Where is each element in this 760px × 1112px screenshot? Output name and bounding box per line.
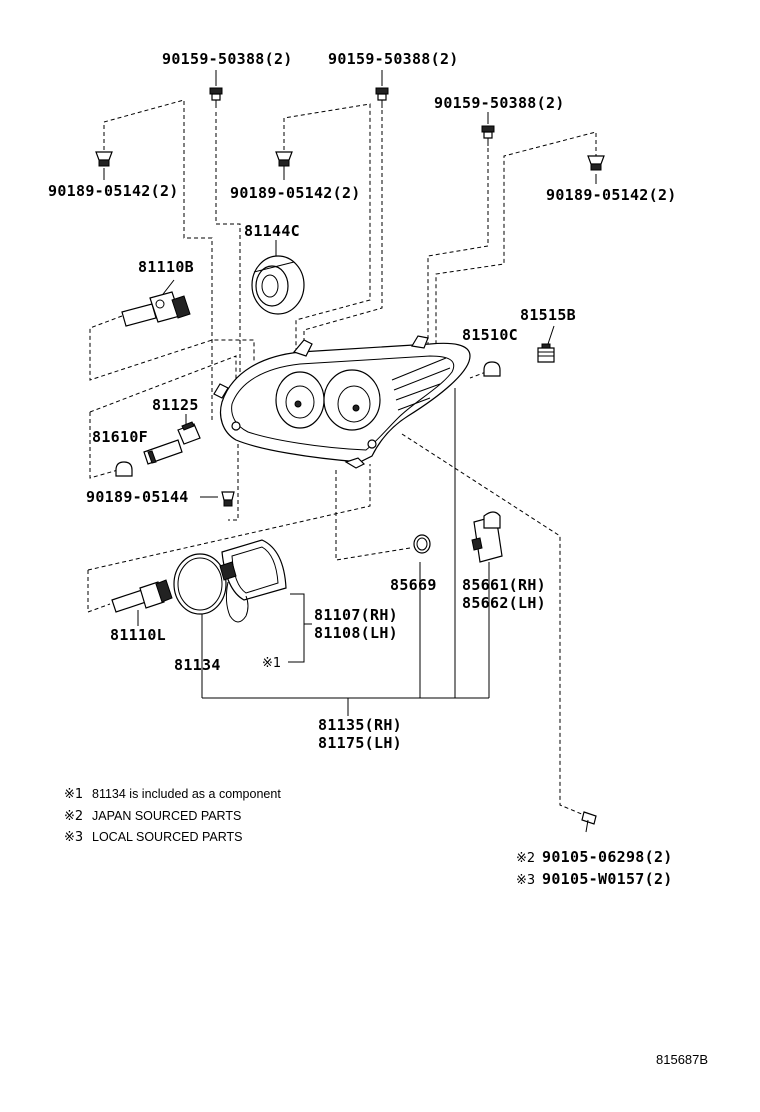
label-clip-right: 90189-05142(2) xyxy=(546,186,677,204)
label-relay-lh: 85662(LH) xyxy=(462,594,546,612)
bulb-cap-icon xyxy=(251,255,305,315)
label-ballast-rh: 81107(RH) xyxy=(314,606,398,624)
label-clip-mid: 90189-05142(2) xyxy=(230,184,361,202)
wedge-bulb-icon xyxy=(115,461,133,477)
clip-icon xyxy=(221,491,235,507)
label-81134: 81134 xyxy=(174,656,221,674)
label-90189-05144: 90189-05144 xyxy=(86,488,189,506)
label-relay-rh: 85661(RH) xyxy=(462,576,546,594)
clip-icon xyxy=(275,151,293,167)
screw-icon xyxy=(581,811,597,833)
o-ring-icon xyxy=(413,534,431,554)
socket-icon xyxy=(537,343,555,363)
footnotes: ※1 81134 is included as a component ※2 J… xyxy=(64,787,281,845)
label-screw-local: 90105-W0157(2) xyxy=(542,870,673,888)
note-text: JAPAN SOURCED PARTS xyxy=(92,809,241,823)
note-mark: ※3 xyxy=(64,830,83,845)
label-85669: 85669 xyxy=(390,576,437,594)
hid-bulb-icon xyxy=(111,579,173,613)
label-81610f: 81610F xyxy=(92,428,148,446)
label-unit-rh: 81135(RH) xyxy=(318,716,402,734)
part-labels: 90159-50388(2) 90159-50388(2) 90159-5038… xyxy=(48,50,677,888)
relay-icon xyxy=(471,511,503,563)
label-screw-japan-mark: ※2 xyxy=(516,851,535,866)
label-clip-left: 90189-05142(2) xyxy=(48,182,179,200)
label-ballast-lh: 81108(LH) xyxy=(314,624,398,642)
label-81110l: 81110L xyxy=(110,626,166,644)
hb-bulb-icon xyxy=(121,291,191,327)
label-screw-local-mark: ※3 xyxy=(516,873,535,888)
label-81515b: 81515B xyxy=(520,306,576,324)
headlamp-housing xyxy=(213,335,471,469)
note-text: LOCAL SOURCED PARTS xyxy=(92,830,243,844)
label-bolt-top-left: 90159-50388(2) xyxy=(162,50,293,68)
bolt-icon xyxy=(209,87,223,108)
bolt-icon xyxy=(481,125,495,146)
note-mark: ※2 xyxy=(64,809,83,824)
note-mark: ※1 xyxy=(64,787,83,802)
label-81144c: 81144C xyxy=(244,222,300,240)
clip-icon xyxy=(95,151,113,167)
label-bolt-right: 90159-50388(2) xyxy=(434,94,565,112)
figure-id: 815687B xyxy=(656,1052,708,1067)
clip-icon xyxy=(587,155,605,171)
label-screw-japan: 90105-06298(2) xyxy=(542,848,673,866)
wedge-bulb-icon xyxy=(483,361,501,377)
label-81125: 81125 xyxy=(152,396,199,414)
label-81510c: 81510C xyxy=(462,326,518,344)
socket-wire-icon xyxy=(143,421,201,465)
label-81110b: 81110B xyxy=(138,258,194,276)
dashed-guide-lines xyxy=(87,99,597,816)
bolt-icon xyxy=(375,87,389,108)
label-unit-lh: 81175(LH) xyxy=(318,734,402,752)
label-ballast-note-mark: ※1 xyxy=(262,656,281,671)
ballast-icon xyxy=(219,539,287,623)
gasket-ring-icon xyxy=(173,553,227,615)
leader-lines xyxy=(103,70,597,716)
note-text: 81134 is included as a component xyxy=(92,787,281,801)
label-bolt-top-mid: 90159-50388(2) xyxy=(328,50,459,68)
